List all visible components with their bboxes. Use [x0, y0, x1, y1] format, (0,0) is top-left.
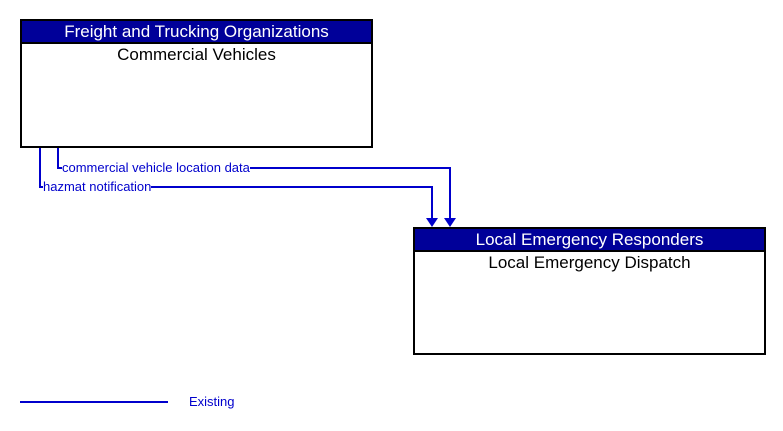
- actor-header-local-emergency-responders: Local Emergency Responders: [415, 229, 764, 252]
- legend-label-existing: Existing: [189, 394, 235, 409]
- flow-label-commercial-vehicle-location-data: commercial vehicle location data: [62, 160, 250, 176]
- flow-line-commercial-horizontal: [57, 167, 451, 169]
- legend-line-existing: [20, 401, 168, 403]
- actor-body-local-emergency-dispatch: Local Emergency Dispatch: [488, 253, 691, 272]
- actor-header-freight-and-trucking-organizations: Freight and Trucking Organizations: [22, 21, 371, 44]
- actor-body-commercial-vehicles: Commercial Vehicles: [117, 45, 276, 64]
- arrowhead-commercial-icon: [444, 218, 456, 227]
- actor-box-freight-and-trucking-organizations: Freight and Trucking Organizations Comme…: [20, 19, 373, 148]
- flow-line-commercial-vertical: [449, 167, 451, 218]
- flow-label-hazmat-notification: hazmat notification: [43, 179, 152, 195]
- flow-line-hazmat-vertical: [431, 186, 433, 218]
- connector-stub-commercial: [57, 148, 59, 169]
- connector-stub-hazmat: [39, 148, 41, 188]
- flow-line-hazmat-horizontal: [39, 186, 433, 188]
- arrowhead-hazmat-icon: [426, 218, 438, 227]
- actor-box-local-emergency-responders: Local Emergency Responders Local Emergen…: [413, 227, 766, 355]
